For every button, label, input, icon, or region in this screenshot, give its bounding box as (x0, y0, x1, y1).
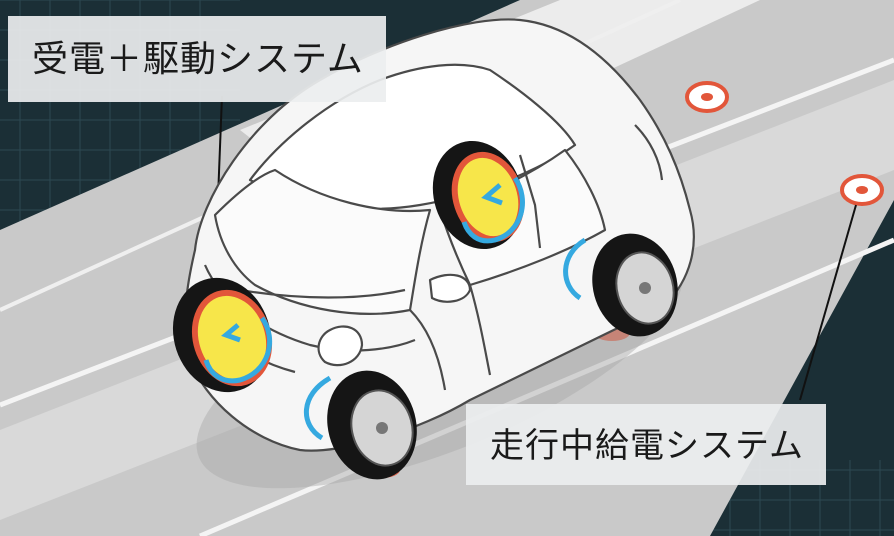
rotation-arrow-icon (563, 237, 587, 301)
lane-line-lower (199, 237, 894, 536)
leader-line-wireless-charging (799, 204, 857, 401)
rotation-arrow-icon (203, 316, 273, 384)
road-coil-marker (840, 174, 884, 206)
wireless-charging-system-label: 走行中給電システム (466, 404, 826, 485)
wheel-rear-left (304, 370, 417, 480)
receive-drive-system-label: 受電＋駆動システム (8, 16, 386, 102)
rotation-arrow-icon (461, 176, 525, 244)
wheel-front-right-receiver (432, 140, 525, 250)
road-coil-marker (685, 81, 729, 113)
wheel-rear-right (563, 233, 678, 337)
rotation-arrow-icon (304, 375, 332, 441)
wheel-front-left-receiver (172, 277, 273, 393)
